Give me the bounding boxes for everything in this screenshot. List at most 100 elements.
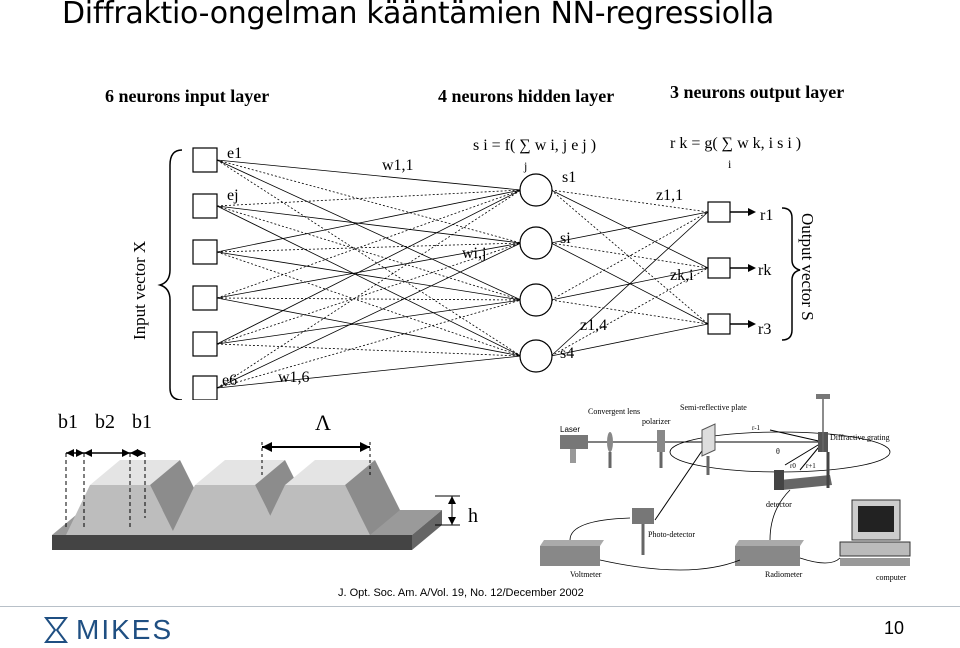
label-zki: zk,i xyxy=(670,267,694,284)
label-r-plus1: r+1 xyxy=(806,462,816,470)
label-h: h xyxy=(468,505,478,527)
input-hidden-connection xyxy=(216,189,522,207)
slide-title: Diffraktio-ongelman kääntämien NN-regres… xyxy=(62,0,774,31)
hidden-output-connection xyxy=(550,242,709,269)
label-w16: w1,6 xyxy=(278,369,310,386)
footer-divider xyxy=(0,606,960,607)
label-r-minus1: r-1 xyxy=(752,424,761,432)
hidden-output-connection xyxy=(550,189,709,325)
input-hidden-connection xyxy=(216,242,522,345)
input-hidden-connection xyxy=(216,189,522,345)
label-b1-right: b1 xyxy=(132,411,152,433)
label-wij: wi,j xyxy=(462,245,486,262)
label-r3: r3 xyxy=(758,321,771,338)
input-neuron xyxy=(192,239,218,265)
output-arrowhead xyxy=(748,208,756,216)
hidden-output-connection xyxy=(550,211,709,244)
output-brace xyxy=(781,207,801,341)
hidden-layer-header: 4 neurons hidden layer xyxy=(438,86,615,106)
label-polarizer: polarizer xyxy=(642,417,671,426)
input-hidden-connection xyxy=(216,159,522,357)
label-rk: rk xyxy=(758,262,771,279)
grating-ridge-side xyxy=(345,460,400,535)
input-hidden-connection xyxy=(216,159,522,301)
label-detector: detector xyxy=(766,500,792,509)
label-ej: ej xyxy=(227,187,239,204)
input-hidden-connection xyxy=(216,189,522,253)
input-hidden-connection xyxy=(216,159,522,191)
input-hidden-connection xyxy=(216,299,522,389)
hidden-neuron xyxy=(519,226,553,260)
label-plate: Semi-reflective plate xyxy=(680,403,747,412)
citation: J. Opt. Soc. Am. A/Vol. 19, No. 12/Decem… xyxy=(338,587,584,599)
label-voltmeter: Voltmeter xyxy=(570,570,602,579)
input-neuron xyxy=(192,331,218,357)
input-hidden-connection xyxy=(216,159,522,244)
label-lens: Convergent lens xyxy=(588,407,640,416)
input-hidden-connection xyxy=(216,205,522,357)
output-equation-index: i xyxy=(728,157,732,171)
hidden-output-connection xyxy=(550,189,709,213)
hidden-equation-index: j xyxy=(523,159,527,173)
output-arrowhead xyxy=(748,264,756,272)
label-z11: z1,1 xyxy=(656,187,683,204)
logo-text: MIKES xyxy=(76,614,174,645)
hidden-output-connection xyxy=(550,323,709,357)
label-e6: e6 xyxy=(222,372,237,389)
mikes-logo: MIKES xyxy=(44,614,174,645)
input-hidden-connection xyxy=(216,189,522,389)
label-lens-text: Convergent lens xyxy=(588,407,640,416)
input-hidden-connection xyxy=(216,297,522,301)
grating-ridge xyxy=(261,485,370,535)
input-neuron xyxy=(192,193,218,219)
hidden-neuron xyxy=(519,339,553,373)
input-hidden-connection xyxy=(216,343,522,357)
hidden-output-connection xyxy=(550,189,709,269)
output-neuron xyxy=(707,313,731,335)
input-hidden-connection xyxy=(216,251,522,357)
label-photodetector: Photo-detector xyxy=(648,530,695,539)
label-computer: computer xyxy=(876,573,907,582)
output-vector-label: Output vector S xyxy=(798,213,817,321)
hidden-output-connection xyxy=(550,267,709,357)
input-hidden-connection xyxy=(216,205,522,301)
grating-diagram: b1 b2 b1 Λ h xyxy=(52,410,478,550)
label-grating: Diffractive grating xyxy=(830,433,890,442)
label-radiometer: Radiometer xyxy=(765,570,803,579)
output-equation: r k = g( ∑ w k, i s i ) xyxy=(670,135,801,152)
hidden-output-connection xyxy=(550,211,709,357)
input-hidden-connection xyxy=(216,251,522,301)
label-s4: s4 xyxy=(560,345,574,362)
input-vector-label: Input vector X xyxy=(130,241,149,340)
grating-ridge xyxy=(66,485,175,535)
hidden-output-connection xyxy=(550,299,709,325)
input-hidden-connection xyxy=(216,297,522,357)
label-w11: w1,1 xyxy=(382,157,414,174)
label-b1-left: b1 xyxy=(58,411,78,433)
hourglass-icon xyxy=(44,617,68,643)
input-hidden-connection xyxy=(216,189,522,299)
grating-ridge xyxy=(171,485,280,535)
page-number: 10 xyxy=(884,618,905,638)
apparatus-diagram: Laser Convergent lens polarizer Semi-ref… xyxy=(540,394,911,582)
label-r0: r0 xyxy=(790,462,796,470)
input-neuron xyxy=(192,147,218,173)
label-s1: s1 xyxy=(562,169,576,186)
label-theta: θ xyxy=(776,447,780,456)
label-b2: b2 xyxy=(95,411,115,433)
output-arrowhead xyxy=(748,320,756,328)
hidden-neuron xyxy=(519,283,553,317)
input-hidden-connection xyxy=(216,205,522,244)
input-hidden-connection xyxy=(216,242,522,253)
label-laser: Laser xyxy=(560,425,580,434)
neural-network-diagram: Input vector X Output vector S s i = f( … xyxy=(130,135,817,400)
output-neuron xyxy=(707,201,731,223)
input-neuron xyxy=(192,375,218,400)
input-hidden-connection xyxy=(216,299,522,345)
output-layer-header: 3 neurons output layer xyxy=(670,82,845,102)
label-r1: r1 xyxy=(760,207,773,224)
label-si: si xyxy=(560,230,571,247)
input-neuron xyxy=(192,285,218,311)
input-hidden-connection xyxy=(216,355,522,389)
label-e1: e1 xyxy=(227,145,242,162)
